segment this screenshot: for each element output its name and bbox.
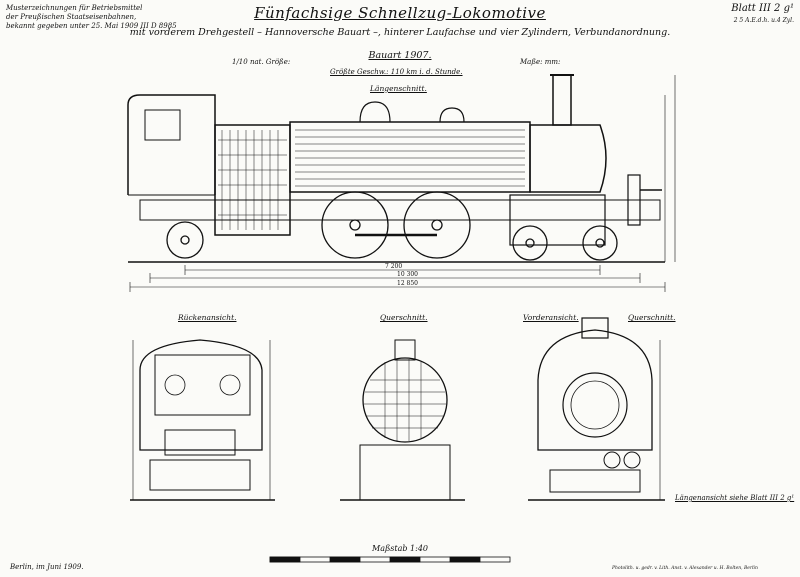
wheels [166, 191, 618, 261]
scale-bar [269, 556, 511, 563]
label-front: Vorderansicht. [523, 313, 579, 322]
firebox [214, 124, 291, 236]
longitudinal-section: 12 850 10 300 7 200 [127, 74, 676, 292]
label-rear: Rückenansicht. [178, 313, 237, 322]
boiler [289, 121, 531, 193]
label-longitudinal: Längenschnitt. [370, 84, 427, 93]
speed-note: Größte Geschw.: 110 km i. d. Stunde. [330, 68, 463, 76]
dim-frame: 10 300 [397, 271, 418, 278]
driving-wheel-2 [403, 191, 471, 259]
drawing-subtitle: mit vorderem Drehgestell – Hannoversche … [129, 27, 671, 38]
dim-overall: 12 850 [397, 280, 418, 287]
place-date: Berlin, im Juni 1909. [10, 563, 84, 571]
cab [127, 94, 216, 195]
sheet-sub: 2 5 A.E.d.h. u.4 Zyl. [733, 17, 794, 24]
reference-note: Längenansicht siehe Blatt III 2 g¹ [675, 494, 795, 502]
bauart-label: Bauart 1907. [368, 50, 432, 61]
publisher-note-line-3: bekannt gegeben unter 25. Mai 1909 III D… [6, 22, 177, 30]
publisher-note-line-1: Musterzeichnungen für Betriebsmittel [6, 4, 143, 12]
printer-note: Photolith. u. gedr. v. Lith. Anst. v. Al… [612, 566, 758, 571]
label-cross-2: Querschnitt. [628, 313, 676, 322]
sheet-number: Blatt III 2 g¹ [731, 3, 794, 14]
dim-wheelbase: 7 200 [385, 263, 402, 270]
smokebox [529, 124, 607, 193]
front-view [528, 317, 665, 501]
scale-label: Maßstab 1:40 [372, 544, 429, 553]
publisher-note-line-2: der Preußischen Staatseisenbahnen, [6, 13, 137, 21]
driving-wheel-1 [321, 191, 389, 259]
measure-note: Maße: mm: [520, 58, 561, 66]
chimney [552, 74, 572, 126]
drawing-title: Fünfachsige Schnellzug-Lokomotive [254, 4, 546, 22]
bogie-wheel-2 [582, 225, 618, 261]
steam-dome [359, 101, 391, 123]
bogie-wheel-1 [512, 225, 548, 261]
trailing-wheel [166, 221, 204, 259]
sand-dome [439, 107, 465, 123]
publisher-note: Musterzeichnungen für Betriebsmittel der… [6, 4, 177, 31]
cross-section-1 [340, 339, 465, 501]
boiler-tubes [295, 129, 525, 187]
rear-view [130, 339, 275, 501]
label-cross-1: Querschnitt. [380, 313, 428, 322]
scale-left-note: 1/10 nat. Größe: [232, 58, 291, 66]
boiler-cross-section [362, 357, 448, 443]
dimension-lines [129, 75, 676, 292]
